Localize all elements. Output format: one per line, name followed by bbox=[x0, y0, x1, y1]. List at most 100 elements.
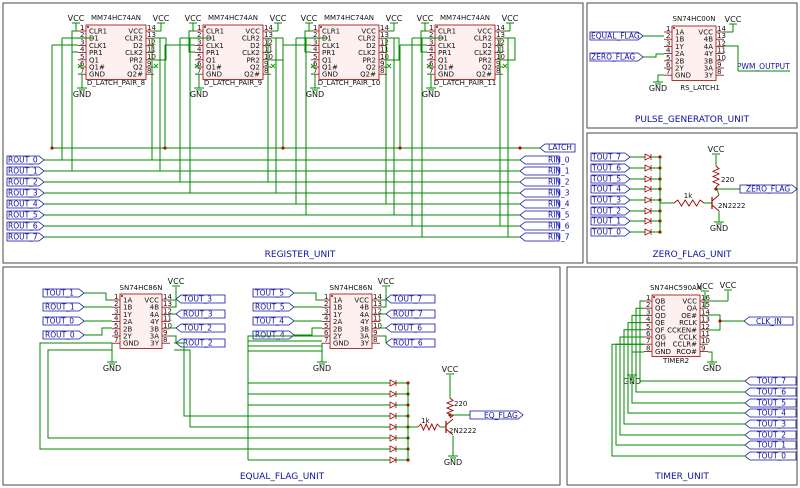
eq-output-label: TOUT_3 bbox=[182, 295, 212, 304]
pin-name: 4B bbox=[360, 304, 369, 312]
net-flag bbox=[42, 288, 85, 298]
net-flag bbox=[385, 309, 436, 319]
pin-name: CLR1 bbox=[322, 28, 340, 36]
pin-number: 5 bbox=[666, 54, 670, 62]
pin-number: 7 bbox=[197, 67, 201, 75]
pin-number: 1 bbox=[666, 25, 670, 33]
xor-chip bbox=[119, 293, 163, 349]
pin-name: PR1 bbox=[438, 49, 452, 57]
pin-number: 9 bbox=[717, 61, 721, 69]
pin-number: 6 bbox=[646, 330, 651, 338]
eq-input-label: ROUT_5 bbox=[255, 303, 285, 312]
net-flag bbox=[519, 232, 560, 242]
timer-tout-label: TOUT_5 bbox=[756, 399, 786, 408]
no-connect-mark bbox=[310, 63, 316, 69]
pin1-marker bbox=[121, 295, 123, 297]
pin-number: 12 bbox=[717, 39, 726, 47]
pin-number: 5 bbox=[313, 53, 317, 61]
pin-name: 4A bbox=[360, 311, 369, 319]
pin-name: 3B bbox=[704, 57, 713, 65]
wire bbox=[380, 299, 387, 308]
eq-output-label: ROUT_3 bbox=[183, 310, 213, 319]
net-flag bbox=[519, 210, 560, 220]
pin-name: CLK1 bbox=[206, 42, 224, 50]
timer-tout-label: TOUT_3 bbox=[756, 420, 786, 429]
clk-input-label: CLK_IN bbox=[756, 317, 782, 326]
pin-number: 13 bbox=[147, 31, 156, 39]
pin-number: 2 bbox=[666, 32, 670, 40]
pin-name: GND bbox=[322, 71, 338, 79]
pin-number: 12 bbox=[380, 38, 389, 46]
eq-r1-label: 1k bbox=[421, 417, 430, 425]
pin-number: 3 bbox=[429, 38, 433, 46]
junction-dot bbox=[518, 146, 522, 150]
wire bbox=[619, 336, 745, 436]
net-flag bbox=[744, 451, 797, 461]
net-flag bbox=[42, 330, 85, 340]
pin-number: 3 bbox=[114, 307, 118, 315]
pin-number: 2 bbox=[324, 300, 328, 308]
pin-name: CLK1 bbox=[322, 42, 340, 50]
wire bbox=[174, 349, 248, 428]
pin-name: CLK2 bbox=[474, 49, 492, 57]
equal-unit-title: EQUAL_FLAG_UNIT bbox=[240, 472, 325, 482]
eq-input-label: TOUT_0 bbox=[44, 317, 74, 326]
pin-name: QA bbox=[687, 305, 698, 313]
pin-number: 7 bbox=[114, 336, 118, 344]
pin-number: 2 bbox=[80, 31, 84, 39]
junction-dot bbox=[718, 319, 722, 323]
pin-name: VCC bbox=[682, 298, 697, 306]
net-flag bbox=[590, 206, 631, 216]
net-flag bbox=[6, 177, 45, 187]
pin-number: 8 bbox=[264, 67, 268, 75]
net-flag bbox=[6, 166, 45, 176]
d-latch-chip bbox=[85, 24, 147, 80]
pin-name: 3A bbox=[360, 333, 369, 341]
pin-number: 3 bbox=[197, 38, 201, 46]
pin-name: GND bbox=[89, 71, 105, 79]
pin-name: 2A bbox=[675, 50, 684, 58]
diode-symbol bbox=[644, 175, 652, 183]
pin-number: 4 bbox=[324, 315, 329, 323]
pin-number: 13 bbox=[701, 316, 710, 324]
pin-name: Q1 bbox=[206, 56, 216, 64]
net-flag bbox=[175, 323, 226, 333]
net-flag bbox=[590, 152, 631, 162]
no-connect-mark bbox=[502, 63, 508, 69]
zero-r2-label: 220 bbox=[721, 176, 734, 184]
rin-flag-label: RIN_0 bbox=[548, 156, 570, 165]
pin-number: 14 bbox=[717, 25, 726, 33]
pin-number: 5 bbox=[324, 322, 328, 330]
zero-unit-frame bbox=[586, 132, 798, 264]
equal-flag-input: EQUAL_FLAG bbox=[591, 32, 640, 41]
net-flag bbox=[590, 163, 631, 173]
wire bbox=[294, 292, 322, 301]
pin-number: 7 bbox=[429, 67, 433, 75]
zero-r1-label: 1k bbox=[684, 192, 693, 200]
pin-name: CLK2 bbox=[242, 49, 260, 57]
pin-name: 4Y bbox=[704, 50, 713, 58]
pin-name: PR1 bbox=[322, 49, 336, 57]
vcc-label: VCC bbox=[301, 14, 318, 23]
zero-tout-label: TOUT_5 bbox=[591, 175, 621, 184]
timer-tout-label: TOUT_6 bbox=[756, 388, 786, 397]
pin-name: D2 bbox=[366, 42, 376, 50]
net-flag bbox=[744, 440, 797, 450]
pin-name: GND bbox=[655, 348, 671, 356]
pin-name: CLR2 bbox=[242, 35, 260, 43]
wire bbox=[387, 37, 400, 61]
pin-number: 9 bbox=[380, 60, 384, 68]
pin-number: 11 bbox=[380, 46, 389, 54]
pin-name: 2A bbox=[333, 318, 342, 326]
pin-name: GND bbox=[438, 71, 454, 79]
pin1-marker bbox=[320, 26, 322, 28]
pin-number: 2 bbox=[114, 300, 118, 308]
no-connect-mark bbox=[426, 63, 432, 69]
rout-flag-label: ROUT_2 bbox=[8, 178, 38, 187]
pin-name: 4Y bbox=[360, 318, 369, 326]
gnd-label: GND bbox=[444, 458, 462, 467]
pin-name: VCC bbox=[477, 28, 492, 36]
pin-name: Q2 bbox=[133, 64, 143, 72]
pin-name: VCC bbox=[144, 297, 159, 305]
